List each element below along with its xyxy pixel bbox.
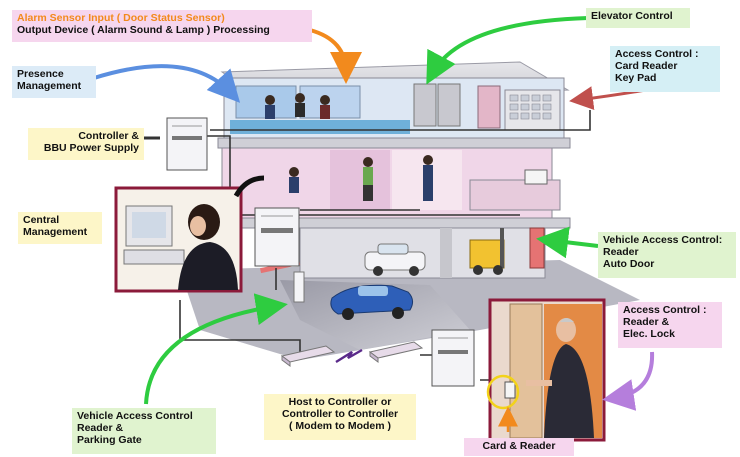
elevator-label: Elevator Control xyxy=(586,8,690,28)
road xyxy=(280,280,470,350)
card-reader-device xyxy=(504,381,516,399)
alarm-label: Alarm Sensor Input ( Door Status Sensor)… xyxy=(12,10,312,42)
vehicle-auto-label-line1: Vehicle Access Control: xyxy=(603,234,723,246)
access-lock-label-line2: Reader & xyxy=(623,316,670,328)
balcony xyxy=(469,179,561,211)
alarm-label-line2: Output Device ( Alarm Sound & Lamp ) Pro… xyxy=(17,24,270,36)
access-card-label-line3: Key Pad xyxy=(615,72,657,84)
card-reader-label-text: Card & Reader xyxy=(482,440,556,452)
auto-door xyxy=(529,227,545,269)
card-reader-label: Card & Reader xyxy=(464,438,574,456)
printer xyxy=(524,169,548,185)
office-people xyxy=(265,93,433,201)
arrow-vehicle-gate xyxy=(144,293,288,405)
central-operator xyxy=(123,204,238,290)
elevator-door-left xyxy=(413,83,437,127)
alarm-label-line1: Alarm Sensor Input ( Door Status Sensor) xyxy=(17,12,225,24)
lightning-icon xyxy=(335,348,363,364)
arrow-alarm xyxy=(309,28,362,84)
forklift xyxy=(469,228,505,275)
key-pad-grid xyxy=(509,94,552,120)
vehicle-auto-label: Vehicle Access Control: Reader Auto Door xyxy=(598,232,736,278)
blue-car xyxy=(330,284,414,320)
slab-1 xyxy=(217,137,571,149)
modem-left xyxy=(280,345,336,367)
central-label: Central Management xyxy=(18,212,102,244)
arrow-central xyxy=(233,175,265,198)
vehicle-gate-label: Vehicle Access Control Reader & Parking … xyxy=(72,408,216,454)
access-lock-label-line1: Access Control : xyxy=(623,304,707,316)
controller-label-line2: BBU Power Supply xyxy=(43,142,139,154)
modem-label-line3: ( Modem to Modem ) xyxy=(288,420,392,432)
arrow-vehicle-auto xyxy=(536,226,599,259)
presence-label-line2: Management xyxy=(17,80,82,92)
central-label-line2: Management xyxy=(23,226,88,238)
white-car xyxy=(364,243,426,276)
middle-floor-partition xyxy=(330,150,390,210)
presence-label: Presence Management xyxy=(12,66,96,98)
access-card-label: Access Control : Card Reader Key Pad xyxy=(610,46,720,92)
parking-column xyxy=(440,228,452,278)
man-with-card xyxy=(526,318,594,438)
modem-right xyxy=(368,341,424,363)
vehicle-auto-label-line3: Auto Door xyxy=(603,258,655,270)
controller-label: Controller & BBU Power Supply xyxy=(28,128,144,160)
vehicle-auto-label-line2: Reader xyxy=(603,246,639,258)
access-lock-label-line3: Elec. Lock xyxy=(623,328,675,340)
access-lock-label: Access Control : Reader & Elec. Lock xyxy=(618,302,722,348)
arrow-presence xyxy=(93,64,241,103)
arrow-elevator xyxy=(426,16,589,85)
vehicle-gate-label-line3: Parking Gate xyxy=(77,434,142,446)
modem-label-line2: Controller to Controller xyxy=(281,408,399,420)
door-pink xyxy=(477,85,501,129)
vehicle-gate-label-line2: Reader & xyxy=(77,422,124,434)
controller-label-line1: Controller & xyxy=(78,130,139,142)
office-floor-blue xyxy=(230,120,410,134)
presence-label-line1: Presence xyxy=(17,68,64,80)
modem-label-line1: Host to Controller or xyxy=(288,396,392,408)
controller-cabinet-top xyxy=(166,117,208,171)
access-card-label-line1: Access Control : xyxy=(615,48,699,60)
elevator-door-right xyxy=(437,83,461,127)
controller-cabinet-bottom xyxy=(431,329,475,387)
elevator-label-text: Elevator Control xyxy=(591,10,673,22)
access-card-label-line2: Card Reader xyxy=(615,60,678,72)
modem-label: Host to Controller or Controller to Cont… xyxy=(264,394,416,440)
arrow-elec-lock xyxy=(602,351,655,411)
wiring xyxy=(179,110,591,395)
gate-post xyxy=(293,271,305,303)
vehicle-gate-label-line1: Vehicle Access Control xyxy=(77,410,193,422)
central-label-line1: Central xyxy=(23,214,60,226)
door-panel xyxy=(509,303,543,439)
controller-cabinet-middle xyxy=(254,207,300,267)
